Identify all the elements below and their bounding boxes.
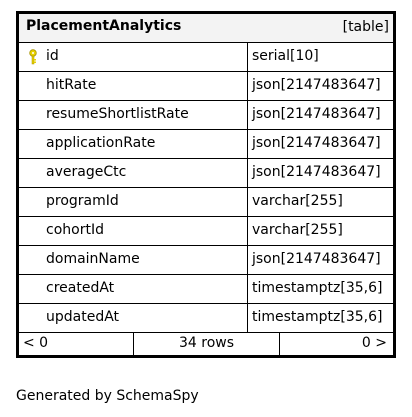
column-row-applicationrate: applicationRate json[2147483647] (19, 130, 393, 159)
column-type: json[2147483647] (252, 135, 381, 151)
column-row-hitrate: hitRate json[2147483647] (19, 72, 393, 101)
column-name: hitRate (46, 77, 97, 93)
column-row-createdat: createdAt timestamptz[35,6] (19, 275, 393, 304)
row-count: 34 rows (134, 333, 280, 355)
column-name: averageCtc (46, 164, 127, 180)
column-type: varchar[255] (252, 222, 343, 238)
entity-header: PlacementAnalytics [table] (19, 14, 393, 43)
column-type: serial[10] (252, 48, 319, 64)
entity-table-placementanalytics: PlacementAnalytics [table] id serial[10]… (16, 11, 396, 358)
column-type: timestamptz[35,6] (252, 280, 383, 296)
children-count: 0 > (361, 335, 387, 351)
column-type: json[2147483647] (252, 164, 381, 180)
column-name: domainName (46, 251, 140, 267)
column-row-averagectc: averageCtc json[2147483647] (19, 159, 393, 188)
key-icon (29, 49, 37, 65)
entity-footer: < 0 34 rows 0 > (19, 333, 393, 355)
column-name: applicationRate (46, 135, 156, 151)
generated-by-footer: Generated by SchemaSpy (16, 388, 199, 404)
column-name: programId (46, 193, 119, 209)
column-row-domainname: domainName json[2147483647] (19, 246, 393, 275)
column-name: id (46, 48, 59, 64)
column-name: cohortId (46, 222, 104, 238)
column-type: json[2147483647] (252, 106, 381, 122)
parents-count: < 0 (19, 333, 134, 355)
column-row-id: id serial[10] (19, 43, 393, 72)
entity-kind-label: [table] (342, 19, 389, 35)
column-row-updatedat: updatedAt timestamptz[35,6] (19, 304, 393, 333)
column-row-resumeshortlistrate: resumeShortlistRate json[2147483647] (19, 101, 393, 130)
column-type: timestamptz[35,6] (252, 309, 383, 325)
column-type: json[2147483647] (252, 77, 381, 93)
column-row-cohortid: cohortId varchar[255] (19, 217, 393, 246)
column-type: varchar[255] (252, 193, 343, 209)
column-name: updatedAt (46, 309, 120, 325)
column-name: createdAt (46, 280, 115, 296)
column-name: resumeShortlistRate (46, 106, 189, 122)
entity-title: PlacementAnalytics (26, 18, 182, 34)
column-row-programid: programId varchar[255] (19, 188, 393, 217)
column-type: json[2147483647] (252, 251, 381, 267)
